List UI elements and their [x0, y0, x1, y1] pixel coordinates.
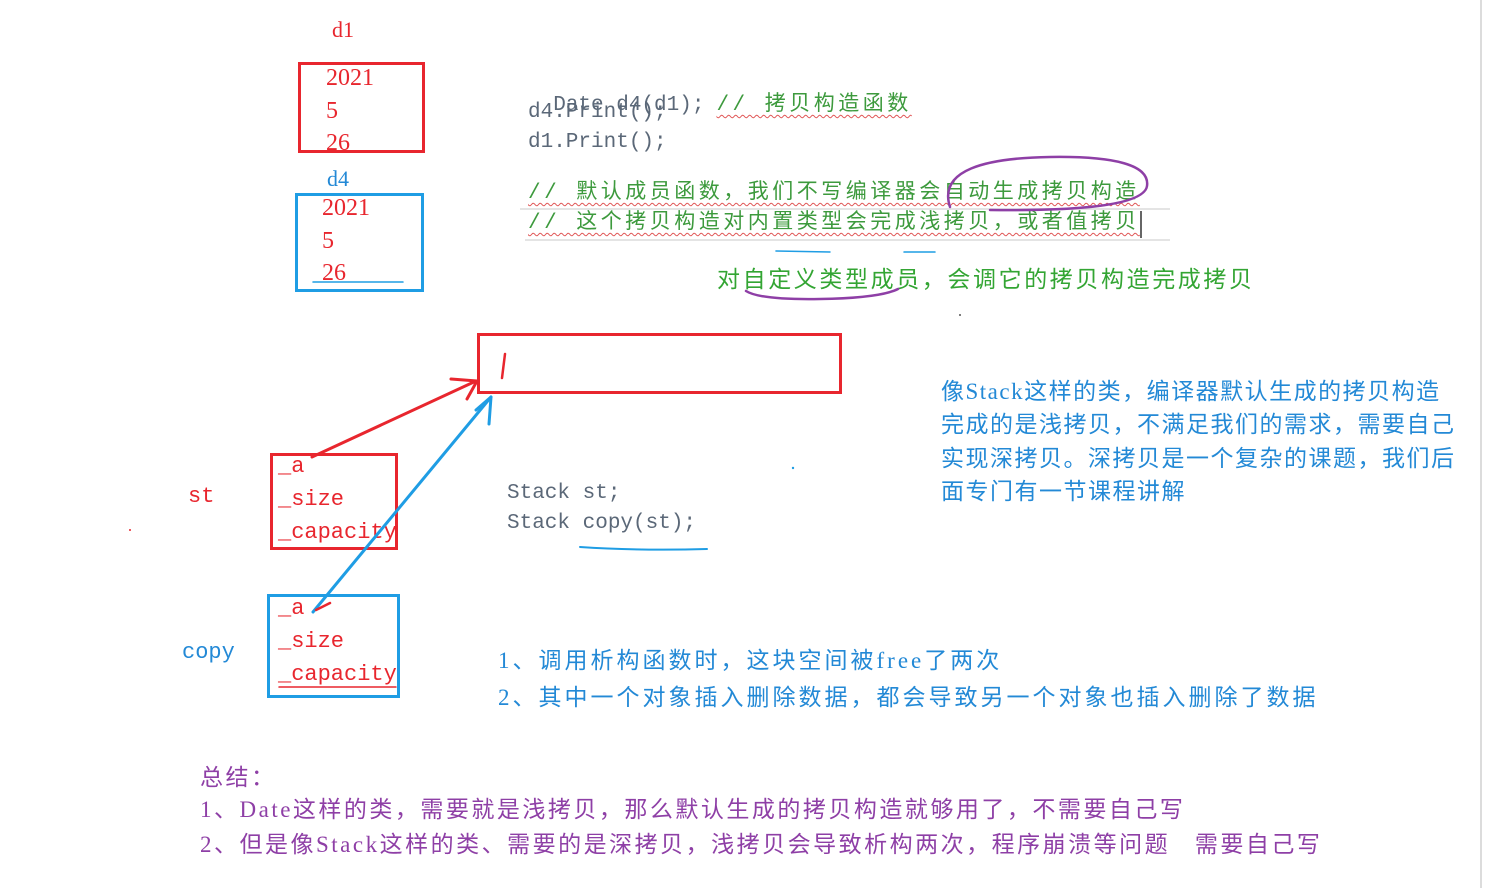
st-label: st [188, 484, 215, 509]
heap-buffer-box [477, 333, 842, 394]
speck-dot [959, 314, 961, 316]
stack-note-line: 像Stack这样的类，编译器默认生成的拷贝构造 [941, 379, 1441, 404]
st-object-box: _a _size _capacity [270, 453, 398, 550]
st-member-size: _size [278, 487, 345, 512]
d1-object-box: 2021 5 26 [298, 62, 425, 156]
st-pointer-arrowhead [449, 377, 479, 401]
d4-month-value: 5 [322, 228, 334, 254]
copy-object-box: _a _size _capacity [267, 594, 400, 698]
stack-note-line: 面专门有一节课程讲解 [941, 479, 1186, 504]
st-member-a: _a [278, 454, 305, 479]
copy-constructor-call-line: Date d4(d1); // 拷贝构造函数 [528, 73, 912, 117]
d4-object-box: 2021 5 26 [295, 193, 424, 292]
d1-year-value: 2021 [326, 65, 374, 91]
summary-item: 1、Date这样的类，需要就是浅拷贝，那么默认生成的拷贝构造就够用了，不需要自己… [200, 797, 1186, 822]
builtin-type-mark [775, 250, 831, 253]
copy-member-size: _size [278, 629, 345, 654]
copy-constructor-call-comment: // 拷贝构造函数 [716, 94, 912, 117]
speck-dot [129, 529, 131, 531]
stack-copy-line: Stack copy(st); [507, 512, 697, 535]
d4-day-value: 26 [322, 260, 346, 286]
st-pointer-arrow [310, 377, 479, 459]
d1-print-line: d1.Print(); [528, 131, 667, 154]
st-member-capacity: _capacity [278, 520, 397, 545]
copy-member-capacity: _capacity [278, 662, 397, 687]
stack-note-line: 完成的是浅拷贝，不满足我们的需求，需要自己 [941, 412, 1456, 437]
stack-note-line: 实现深拷贝。深拷贝是一个复杂的课题，我们后 [941, 446, 1456, 471]
d4-year-value: 2021 [322, 195, 370, 221]
copy-call-underline [579, 546, 708, 551]
summary-title: 总结： [200, 765, 277, 790]
summary-item: 2、但是像Stack这样的类、需要的是深拷贝，浅拷贝会导致析构两次，程序崩溃等问… [200, 832, 1323, 857]
copy-label: copy [182, 640, 235, 665]
copy-member-a: _a [278, 596, 305, 621]
copy-constructor-call-code: Date d4(d1); [553, 94, 705, 117]
default-member-comment: // 默认成员函数，我们不写编译器会自动生成拷贝构造 [528, 182, 1140, 205]
d4-print-line: d4.Print(); [528, 101, 667, 124]
d1-label: d1 [332, 17, 354, 42]
problem-shared-data: 2、其中一个对象插入删除数据，都会导致另一个对象也插入删除了数据 [498, 685, 1319, 710]
d1-month-value: 5 [326, 98, 338, 124]
speck-dot [791, 466, 795, 470]
builtin-shallow-copy-comment: // 这个拷贝构造对内置类型会完成浅拷贝，或者值拷贝 [528, 212, 1140, 235]
copy-pointer-arrowhead [474, 395, 493, 426]
d1-day-value: 26 [326, 130, 350, 156]
stack-declare-line: Stack st; [507, 482, 621, 505]
problem-double-free: 1、调用析构函数时，这块空间被free了两次 [498, 648, 1003, 673]
d4-label: d4 [327, 166, 349, 191]
st-pointer-arrow-shaft [310, 379, 478, 459]
custom-type-note: 对自定义类型成员，会调它的拷贝构造完成拷贝 [717, 267, 1255, 292]
